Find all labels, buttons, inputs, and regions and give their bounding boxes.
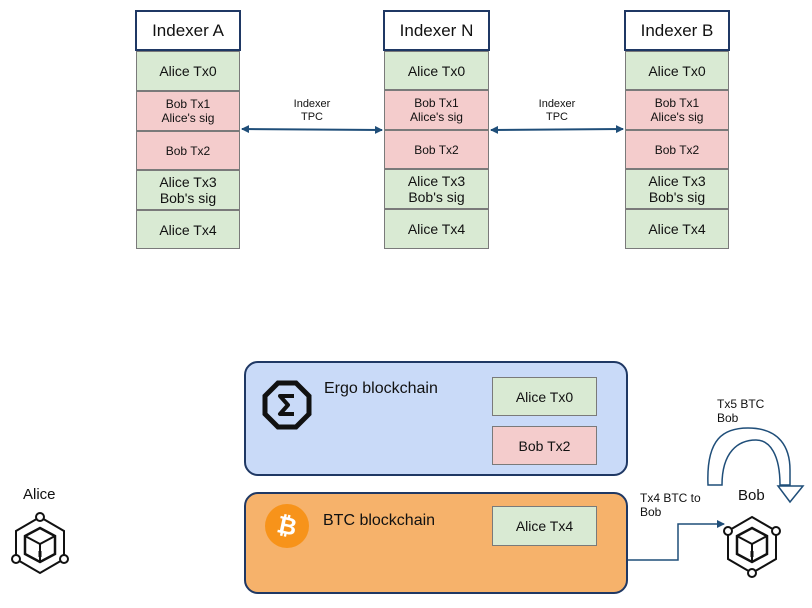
indexer-b-header: Indexer B [624,10,730,51]
tpc-label-line: TPC [546,111,568,123]
tx5-note-line: Bob [717,411,739,425]
cell-text: Bob's sig [408,189,465,205]
indexer-a-cell-4: Alice Tx4 [136,210,240,249]
indexer-b-cell-0: Alice Tx0 [625,51,729,90]
alice-label: Alice [23,486,56,503]
tpc-label-a-n: Indexer TPC [282,98,342,124]
ergo-sigma-octagon-icon [262,380,312,430]
tpc-label-n-b: Indexer TPC [527,98,587,124]
cell-text: Alice's sig [161,111,215,125]
cell-text: Alice Tx4 [407,221,466,237]
cell-text: Bob's sig [159,190,217,206]
cell-text: Bob Tx1 [414,96,459,110]
cell-text: Bob Tx2 [654,142,700,157]
cell-text: Bob Tx2 [518,437,571,454]
tx4-note-line: Bob [640,505,662,519]
cell-text: Alice's sig [650,110,704,124]
indexer-a-cell-0: Alice Tx0 [136,51,240,91]
cell-text: Alice Tx3 [159,174,217,190]
bob-node-cube-icon [723,515,781,578]
cell-text: Alice Tx0 [648,62,706,79]
tx5-note: Tx5 BTC Bob [717,397,764,425]
ergo-blockchain-title: Ergo blockchain [324,380,438,397]
cell-text: Alice Tx0 [407,62,466,79]
indexer-a-header: Indexer A [135,10,241,51]
ergo-tx-alice-tx0: Alice Tx0 [492,377,597,416]
indexer-n-cell-4: Alice Tx4 [384,209,489,249]
indexer-b-cell-4: Alice Tx4 [625,209,729,249]
cell-text: Alice Tx3 [648,173,706,189]
cell-text: Alice Tx4 [159,221,217,238]
cell-text: Bob Tx2 [165,143,211,158]
indexer-n-header: Indexer N [383,10,490,51]
cell-text: Alice Tx0 [515,388,574,405]
indexer-b-cell-2: Bob Tx2 [625,130,729,169]
tx4-note: Tx4 BTC to Bob [640,491,701,519]
tx5-loop-arrow [707,427,805,504]
alice-node-cube-icon [11,512,69,575]
cell-text: Alice's sig [410,110,463,124]
cell-text: Alice Tx4 [648,221,706,237]
cell-text: Bob Tx2 [414,142,459,157]
tpc-label-line: TPC [301,111,323,123]
tx4-note-line: Tx4 BTC to [640,491,701,505]
tpc-arrow-n-b [490,125,624,134]
cell-text: Alice Tx3 [407,173,466,189]
ergo-tx-bob-tx2: Bob Tx2 [492,426,597,465]
bob-label: Bob [738,487,765,504]
btc-blockchain-title: BTC blockchain [323,512,436,529]
cell-text: Bob's sig [648,189,706,205]
indexer-n-cell-2: Bob Tx2 [384,130,489,169]
tpc-label-line: Indexer [293,98,331,110]
cell-text: Alice Tx4 [515,518,574,534]
tpc-arrow-a-n [241,125,383,134]
cell-text: Alice Tx0 [159,63,217,79]
indexer-n-cell-0: Alice Tx0 [384,51,489,90]
indexer-a-cell-2: Bob Tx2 [136,131,240,170]
bitcoin-logo-icon: ₿ [265,504,309,548]
tx5-note-line: Tx5 BTC [717,397,765,411]
cell-text: Bob Tx1 [165,97,211,111]
cell-text: Bob Tx1 [654,96,700,110]
tpc-label-line: Indexer [538,98,576,110]
btc-tx-alice-tx4: Alice Tx4 [492,506,597,546]
tx4-arrow [628,520,725,561]
